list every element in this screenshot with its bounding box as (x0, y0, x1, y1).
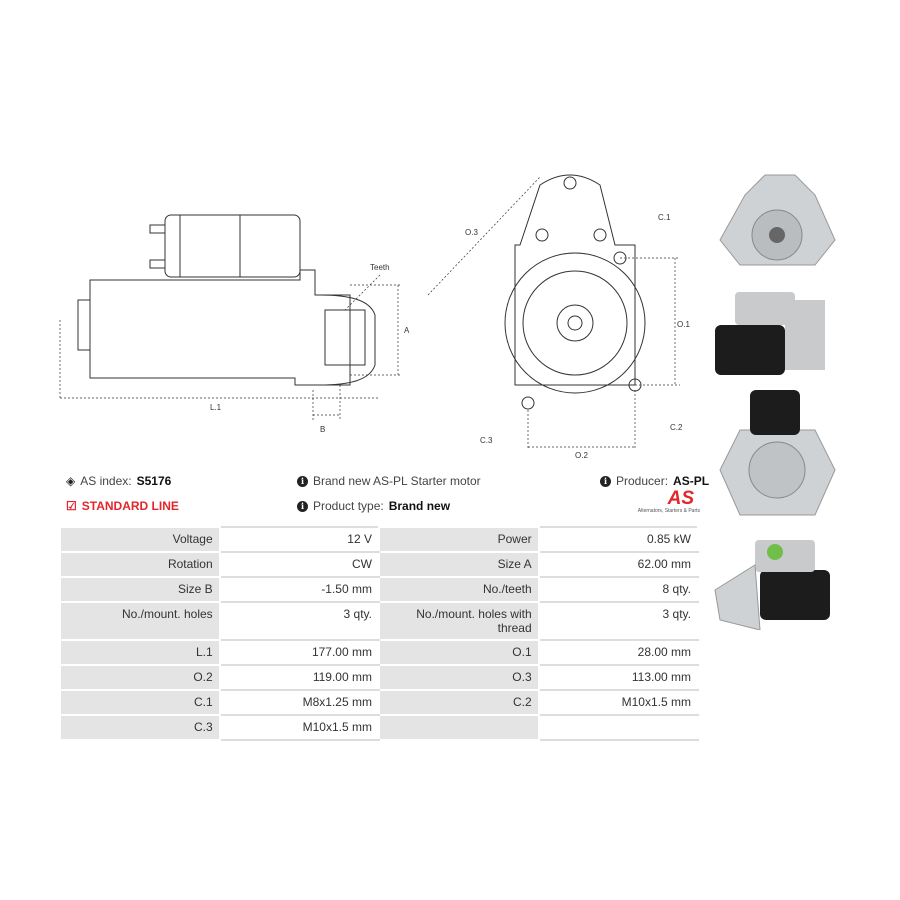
spec-label (377, 714, 540, 741)
product-type-label: Product type: (313, 499, 384, 513)
spec-label: No./mount. holes (59, 601, 221, 641)
spec-value: 3 qty. (537, 601, 700, 641)
as-index: ◈ AS index: S5176 (66, 474, 171, 488)
photo-angle (714, 540, 830, 630)
spec-label: O.3 (377, 664, 540, 691)
spec-label: O.1 (377, 639, 540, 666)
spec-value: 28.00 mm (537, 639, 700, 666)
spec-label: Size A (377, 551, 540, 578)
logo-tagline: Alternators, Starters & Parts (637, 508, 700, 514)
spec-value: 3 qty. (218, 601, 380, 641)
photo-front (719, 174, 836, 266)
side-view-diagram: Teeth A B L.1 (59, 214, 410, 434)
spec-value: 8 qty. (537, 576, 700, 603)
spec-value: M10x1.5 mm (218, 714, 380, 741)
info-icon: i (297, 475, 308, 487)
photo-side (715, 292, 825, 375)
producer-value: AS-PL (673, 474, 710, 488)
product-photos (714, 174, 836, 630)
brand-new-info: i Brand new AS-PL Starter motor (297, 474, 481, 488)
brand-new-text: Brand new AS-PL Starter motor (313, 474, 481, 488)
spec-label: Power (377, 526, 540, 553)
info-icon: i (600, 475, 611, 487)
label-o2: O.2 (575, 451, 588, 460)
logo-text: AS (667, 488, 694, 509)
spec-value: 119.00 mm (218, 664, 380, 691)
spec-label: L.1 (59, 639, 221, 666)
as-pl-logo: AS Alternators, Starters & Parts (622, 488, 700, 514)
label-l1: L.1 (210, 403, 222, 412)
spec-label: Rotation (59, 551, 221, 578)
spec-value: -1.50 mm (218, 576, 380, 603)
producer-label: Producer: (616, 474, 669, 488)
spec-value: 177.00 mm (218, 639, 380, 666)
spec-value: 113.00 mm (537, 664, 700, 691)
label-o1: O.1 (677, 320, 690, 329)
front-view-diagram: O.3 C.1 O.1 C.2 C.3 O.2 (427, 174, 690, 460)
spec-label: No./teeth (377, 576, 540, 603)
label-c2: C.2 (670, 423, 683, 432)
spec-value: CW (218, 551, 380, 578)
spec-label: No./mount. holes with thread (377, 601, 540, 641)
standard-line-badge: ☑ STANDARD LINE (66, 499, 179, 513)
spec-value: 12 V (218, 526, 380, 553)
label-o3: O.3 (465, 228, 478, 237)
spec-label: Size B (59, 576, 221, 603)
spec-label: O.2 (59, 664, 221, 691)
spec-value: M10x1.5 mm (537, 689, 700, 716)
label-c3: C.3 (480, 436, 493, 445)
label-teeth: Teeth (370, 263, 390, 272)
checkbox-icon: ☑ (66, 499, 77, 513)
photo-rear (719, 390, 836, 516)
label-c1: C.1 (658, 213, 671, 222)
spec-value: M8x1.25 mm (218, 689, 380, 716)
spec-value (537, 714, 700, 741)
producer-info: i Producer: AS-PL (600, 474, 709, 488)
info-icon: i (297, 500, 308, 512)
spec-label: C.3 (59, 714, 221, 741)
spec-label: C.1 (59, 689, 221, 716)
line-label: STANDARD LINE (81, 499, 179, 513)
spec-value: 0.85 kW (537, 526, 700, 553)
product-type-info: i Product type: Brand new (297, 499, 450, 513)
product-type-value: Brand new (388, 499, 451, 513)
as-index-value: S5176 (136, 474, 172, 488)
spec-value: 62.00 mm (537, 551, 700, 578)
spec-label: Voltage (59, 526, 221, 553)
spec-label: C.2 (377, 689, 540, 716)
as-index-label: AS index: (80, 474, 132, 488)
tag-icon: ◈ (66, 474, 76, 488)
label-b: B (320, 425, 325, 434)
label-a: A (404, 326, 410, 335)
